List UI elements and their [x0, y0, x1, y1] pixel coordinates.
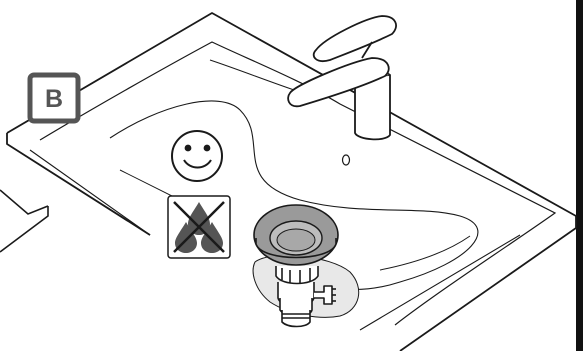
smiley-face-icon	[172, 131, 222, 181]
faucet	[288, 16, 396, 139]
left-counter	[0, 190, 48, 252]
no-water-drops-icon	[168, 196, 230, 258]
drain-cap	[254, 205, 338, 265]
step-badge: B	[30, 75, 78, 121]
overflow-hole	[343, 155, 350, 165]
frame-border	[576, 0, 583, 351]
step-badge-label: B	[45, 85, 63, 113]
